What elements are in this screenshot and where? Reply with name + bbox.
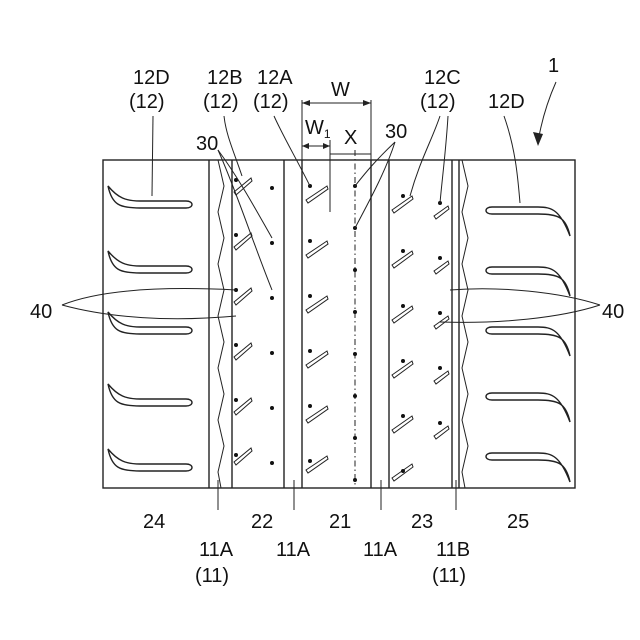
zigzag-edge-right — [462, 160, 468, 488]
label-30-left: 30 — [196, 133, 218, 155]
label-11B: 11B — [436, 539, 470, 561]
groove-lines — [209, 160, 459, 488]
label-22: 22 — [251, 511, 273, 533]
label-30-right: 30 — [385, 121, 407, 143]
label-24: 24 — [143, 511, 165, 533]
label-11A-middle: 11A — [276, 539, 311, 561]
label-W1: W1 — [305, 117, 331, 141]
label-40-right: 40 — [602, 301, 624, 323]
label-12C: 12C — [424, 67, 461, 89]
label-11A-right: 11A — [363, 539, 398, 561]
label-12B: 12B — [207, 67, 243, 89]
figure-number: 1 — [548, 55, 559, 77]
label-11B-group: (11) — [432, 565, 466, 587]
label-12D-left: 12D — [133, 67, 170, 89]
label-40-left: 40 — [30, 301, 52, 323]
left-shoulder-lug-grooves — [108, 186, 192, 471]
right-shoulder-lug-grooves — [486, 207, 570, 482]
label-12C-group: (12) — [420, 91, 456, 113]
figure-arrowhead — [533, 132, 543, 146]
sipes-12A — [306, 186, 328, 473]
label-25: 25 — [507, 511, 529, 533]
label-12A-group: (12) — [253, 91, 289, 113]
leader-lines — [62, 116, 600, 510]
label-11A-left-group: (11) — [195, 565, 229, 587]
label-12B-group: (12) — [203, 91, 239, 113]
figure-arrow-line — [538, 82, 556, 142]
sipes-12C — [392, 196, 413, 481]
sipes-12B — [234, 178, 252, 465]
label-21: 21 — [329, 511, 351, 533]
dots — [234, 178, 442, 482]
label-23: 23 — [411, 511, 433, 533]
label-11A-left: 11A — [199, 539, 234, 561]
label-X: X — [344, 127, 357, 149]
label-12D-left-group: (12) — [129, 91, 165, 113]
zigzag-edge-left — [218, 160, 224, 488]
label-12A: 12A — [257, 67, 293, 89]
label-12D-right: 12D — [488, 91, 525, 113]
tread-outline — [103, 160, 575, 488]
label-W: W — [331, 79, 350, 101]
